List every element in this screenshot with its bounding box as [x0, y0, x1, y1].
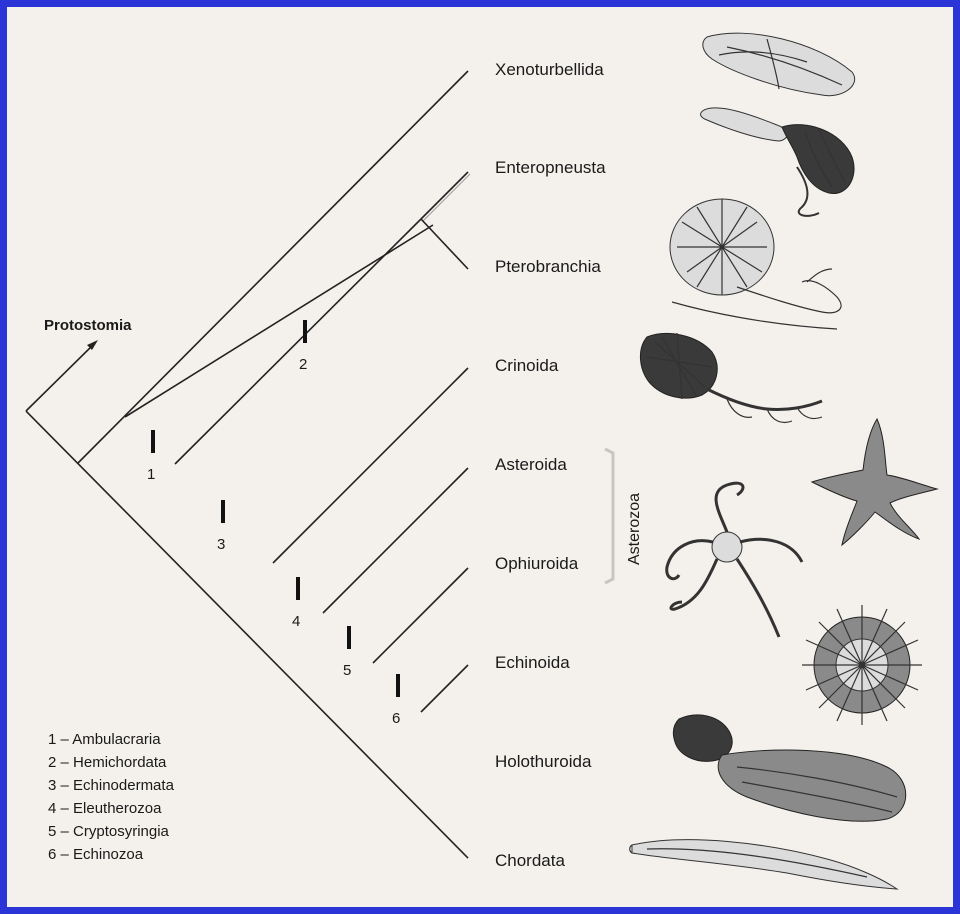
branch-ophiuroida — [372, 567, 469, 664]
legend: 1 – Ambulacraria 2 – Hemichordata 3 – Ec… — [48, 731, 175, 863]
marker-label-1: 1 — [147, 466, 155, 483]
branch-enteropneusta — [420, 171, 469, 220]
pterobranch-icon — [669, 198, 842, 330]
legend-item-6: 6 – Echinozoa — [48, 846, 144, 863]
sea-urchin-icon — [802, 605, 922, 725]
sea-cucumber-icon — [672, 714, 907, 822]
marker-labels: 1 2 3 4 5 6 — [147, 356, 400, 727]
branch-asteroida — [322, 467, 469, 614]
taxon-label-ophiuroida: Ophiuroida — [495, 554, 579, 573]
marker-label-5: 5 — [343, 662, 351, 679]
node-markers — [151, 320, 400, 697]
asterozoa-label: Asterozoa — [626, 493, 643, 565]
marker-label-3: 3 — [217, 536, 225, 553]
marker-label-4: 4 — [292, 613, 300, 630]
asterozoa-bracket — [604, 447, 615, 585]
phylogenetic-tree: 1 2 3 4 5 6 Protostomia Xenoturbellida E… — [25, 32, 939, 890]
branch-enteropneusta-faint — [422, 173, 471, 222]
branch-root-protostomia — [25, 342, 96, 412]
branch-pterobranchia — [420, 218, 469, 270]
pterobranch-crown — [669, 198, 775, 296]
marker-label-6: 6 — [392, 710, 400, 727]
taxon-label-enteropneusta: Enteropneusta — [495, 158, 606, 177]
starfish-icon — [810, 417, 939, 547]
branch-root-chordata — [25, 410, 469, 859]
taxon-label-pterobranchia: Pterobranchia — [495, 257, 601, 276]
taxon-label-asteroida: Asteroida — [495, 455, 567, 474]
taxon-label-holothuroida: Holothuroida — [495, 752, 592, 771]
marker-label-2: 2 — [299, 356, 307, 373]
lancelet-icon — [629, 839, 899, 890]
taxon-labels: Xenoturbellida Enteropneusta Pterobranch… — [495, 60, 606, 870]
legend-item-3: 3 – Echinodermata — [48, 777, 175, 794]
taxon-label-crinoida: Crinoida — [495, 356, 559, 375]
brittle-star-icon — [665, 481, 804, 638]
legend-item-4: 4 – Eleutherozoa — [48, 800, 162, 817]
xenoturbella-icon — [702, 32, 855, 97]
crinoid-icon — [640, 332, 823, 424]
diagram-frame: 1 2 3 4 5 6 Protostomia Xenoturbellida E… — [7, 7, 953, 907]
branch-ambulacraria — [124, 224, 434, 418]
protostomia-arrow-icon — [87, 340, 98, 350]
legend-item-5: 5 – Cryptosyringia — [48, 823, 170, 840]
branch-echinoida — [420, 664, 469, 713]
branch-hemichordata — [174, 218, 422, 465]
taxon-label-xenoturbellida: Xenoturbellida — [495, 60, 604, 79]
legend-item-1: 1 – Ambulacraria — [48, 731, 161, 748]
taxon-label-echinoida: Echinoida — [495, 653, 570, 672]
branch-deuterostome-stem — [77, 70, 469, 464]
legend-item-2: 2 – Hemichordata — [48, 754, 167, 771]
taxon-label-chordata: Chordata — [495, 851, 565, 870]
acorn-worm-icon — [700, 107, 855, 217]
branch-crinoida — [272, 367, 469, 564]
protostomia-label: Protostomia — [44, 317, 132, 334]
tree-branches — [25, 70, 471, 859]
